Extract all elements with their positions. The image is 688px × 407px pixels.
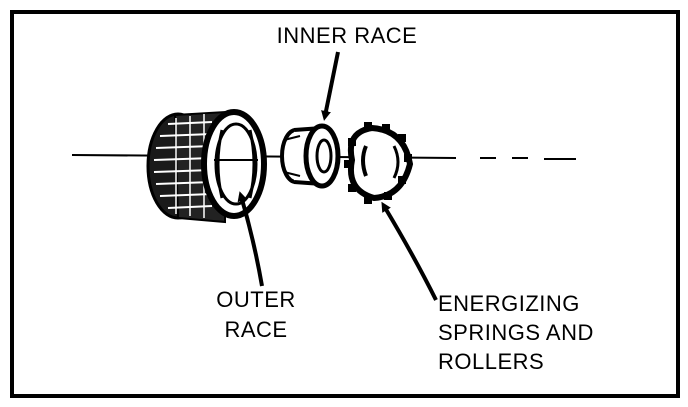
label-inner-race: INNER RACE [276, 23, 418, 48]
energizing-arrow [381, 201, 438, 301]
label-energizing-line2: SPRINGS AND [438, 320, 594, 345]
label-energizing-line1: ENERGIZING [438, 291, 580, 316]
inner-race-part [280, 123, 341, 189]
energizing-springs-rollers-part [344, 122, 414, 204]
inner-race-arrow [321, 51, 340, 121]
label-energizing-line3: ROLLERS [438, 349, 545, 374]
label-outer-race-line1: OUTER [216, 287, 296, 312]
outer-race-arrow [237, 191, 264, 287]
label-outer-race-line2: RACE [224, 317, 288, 342]
diagram-frame [10, 10, 680, 398]
outer-race-rim [201, 109, 267, 219]
